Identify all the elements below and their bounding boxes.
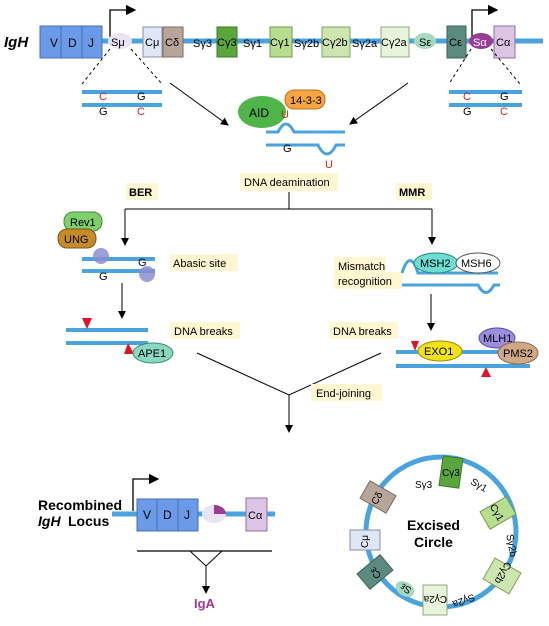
svg-text:D: D <box>163 508 172 522</box>
label-c-g1: Cγ1 <box>270 37 290 49</box>
label-s-eps: Sε <box>419 37 431 49</box>
label-14-3-3: 14-3-3 <box>290 95 322 107</box>
c-g1-block <box>269 26 293 58</box>
label-c-delta: Cδ <box>165 37 179 49</box>
s-mu-switch <box>108 33 132 49</box>
aid-complex: AID 14-3-3 U G U <box>238 89 345 171</box>
mmr-breaks-label: DNA breaks <box>333 326 392 338</box>
svg-text:G: G <box>463 106 472 118</box>
mu-switch-bubble: C G G C <box>82 90 162 118</box>
msh6-label: MSH6 <box>461 258 492 270</box>
mlh1-label: MLH1 <box>483 333 512 345</box>
label-s-alpha: Sα <box>473 37 487 49</box>
svg-text:Cγ2a: Cγ2a <box>423 593 447 604</box>
c-g2b-block <box>321 26 351 58</box>
svg-text:Rev1: Rev1 <box>70 217 96 229</box>
svg-text:V: V <box>143 508 151 522</box>
svg-text:C: C <box>463 91 471 103</box>
svg-text:J: J <box>184 508 190 522</box>
ber-break-dna: APE1 <box>66 318 174 364</box>
svg-text:G: G <box>138 257 147 269</box>
svg-text:G: G <box>137 91 146 103</box>
ber-title: BER <box>129 187 152 199</box>
c-mu-block <box>142 26 163 58</box>
svg-text:G: G <box>500 91 509 103</box>
svg-text:G: G <box>99 271 108 283</box>
mismatch-label-2: recognition <box>338 276 392 288</box>
c-g3-block <box>216 26 238 58</box>
svg-text:Sγ2a: Sγ2a <box>451 591 477 609</box>
label-c-mu: Cμ <box>145 37 159 49</box>
aid-label: AID <box>249 106 269 120</box>
svg-text:U: U <box>325 159 333 171</box>
svg-text:C: C <box>99 91 107 103</box>
label-s-g3: Sγ3 <box>193 38 212 50</box>
igh-label: IgH <box>4 34 29 51</box>
c-g2a-block <box>380 26 410 58</box>
recombined-locus: V D J Cα <box>112 473 275 532</box>
label-c-g2a: Cγ2a <box>381 37 408 49</box>
c-eps-block <box>446 25 467 59</box>
msh2-label: MSH2 <box>420 258 451 270</box>
vdj-block: V D J <box>39 25 103 59</box>
abasic-label: Abasic site <box>173 258 226 270</box>
label-s-mu: Sμ <box>111 37 125 49</box>
svg-text:C: C <box>500 106 508 118</box>
c-delta-block <box>162 26 184 58</box>
ber-breaks-label: DNA breaks <box>174 326 233 338</box>
iga-label: IgA <box>194 596 216 611</box>
svg-text:G: G <box>283 143 292 155</box>
s-eps-switch <box>414 33 436 49</box>
exo1-label: EXO1 <box>424 346 453 358</box>
segment-v: V <box>50 36 58 50</box>
circle-title: Excised <box>407 517 460 533</box>
recombined-title-italic: IgH <box>38 513 61 529</box>
ung-pill <box>57 228 97 249</box>
mmr-break-dna: MLH1 EXO1 PMS2 <box>396 327 539 377</box>
end-joining-label: End-joining <box>316 388 371 400</box>
recombined-title: Recombined <box>38 497 122 513</box>
svg-text:G: G <box>99 106 108 118</box>
ber-enzymes: Rev1 UNG <box>57 211 103 249</box>
circle-title-2: Circle <box>414 534 453 550</box>
svg-text:Cα: Cα <box>248 510 263 522</box>
svg-text:Sε: Sε <box>398 580 414 595</box>
label-c-eps: Cε <box>449 37 462 49</box>
label-c-g3: Cγ3 <box>217 37 237 49</box>
pms2-label: PMS2 <box>503 348 533 360</box>
recombined-title-locus: Locus <box>68 513 109 529</box>
c-alpha-block <box>493 25 516 59</box>
svg-text:Cμ: Cμ <box>360 535 371 548</box>
alpha-switch-bubble: C G G C <box>449 90 522 118</box>
deamination-label: DNA deamination <box>244 177 330 189</box>
mismatch-label: Mismatch <box>338 261 385 273</box>
abasic-dna: G G <box>82 248 155 283</box>
igh-locus: IgH V D J Sμ Cμ Cδ Sγ3 Cγ3 Sγ1 Cγ1 Sγ2b … <box>4 4 543 59</box>
svg-text:Sγ1: Sγ1 <box>468 477 489 495</box>
promoter-arrow-mu <box>109 4 137 40</box>
s-alpha-switch <box>469 33 493 49</box>
svg-text:Cγ3: Cγ3 <box>442 468 460 479</box>
excised-circle: Excised Circle Sγ3 Cγ3 Sγ1 Cγ1 Sγ2b Cγ2b… <box>349 454 522 616</box>
svg-text:UNG: UNG <box>64 234 88 246</box>
fourteen-3-3-pill <box>284 89 326 110</box>
svg-text:U: U <box>281 109 289 121</box>
ape1-label: APE1 <box>138 348 166 360</box>
label-s-g1: Sγ1 <box>243 38 262 50</box>
promoter-arrow-alpha <box>471 4 499 40</box>
segment-j: J <box>88 36 94 50</box>
svg-text:Sγ3: Sγ3 <box>415 480 433 491</box>
label-s-g2a: Sγ2a <box>352 38 378 50</box>
svg-text:C: C <box>137 106 145 118</box>
label-s-g2b: Sγ2b <box>294 38 319 50</box>
mmr-title: MMR <box>399 187 425 199</box>
segment-d: D <box>68 36 77 50</box>
svg-text:Sγ2b: Sγ2b <box>503 533 518 558</box>
aid-blob <box>238 96 286 128</box>
label-c-alpha: Cα <box>496 37 511 49</box>
mmr-recognition-dna: MSH2 MSH6 <box>400 252 501 294</box>
label-c-g2b: Cγ2b <box>322 37 348 49</box>
